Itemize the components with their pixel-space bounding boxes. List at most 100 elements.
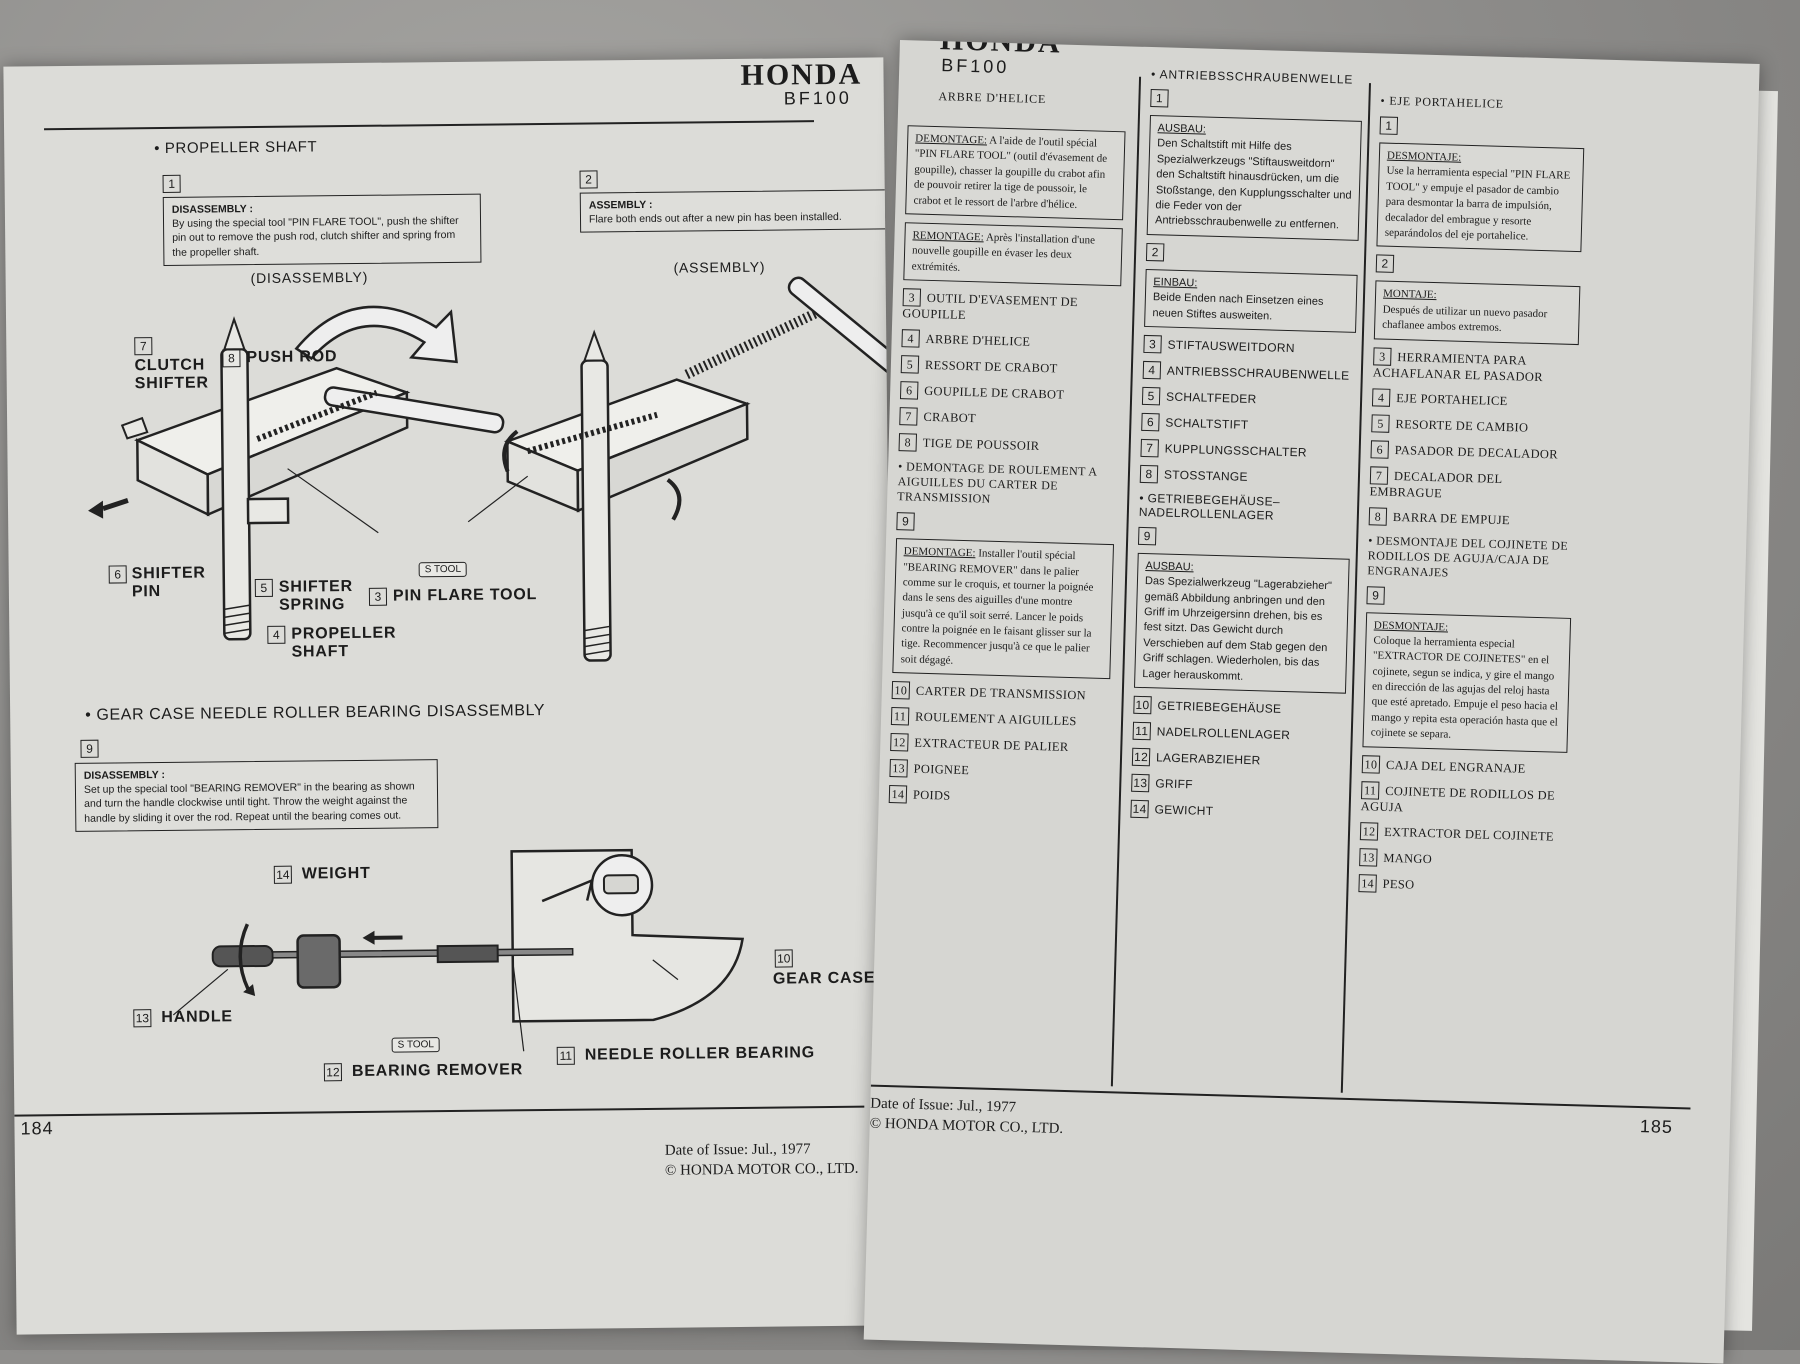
assembly-caption: (ASSEMBLY) xyxy=(673,258,766,276)
label-clutch-shifter: CLUTCH SHIFTER xyxy=(134,356,209,393)
callout-12: 12 xyxy=(323,1063,348,1082)
note-heading: DEMONTAGE: xyxy=(915,132,988,147)
note-text: Das Spezialwerkzeug "Lagerabzieher" gemä… xyxy=(1142,575,1333,683)
fr-remontage-note: REMONTAGE: Après l'installation d'une no… xyxy=(903,222,1123,287)
note-text: Den Schaltstift mit Hilfe des Spezialwer… xyxy=(1154,137,1352,232)
de-einbau-note: EINBAU: Beide Enden nach Einsetzen eines… xyxy=(1144,268,1358,333)
bearing-disassembly-note: DISASSEMBLY : Set up the special tool "B… xyxy=(74,759,439,832)
fr-step-9: 9 xyxy=(896,512,1114,536)
de-section-bearing: • GETRIEBEGEHÄUSE– NADELROLLENLAGER xyxy=(1138,490,1281,523)
step-number-9: 9 xyxy=(80,739,104,758)
column-spanish: • EJE PORTAHELICE 1 DESMONTAJE: Use la h… xyxy=(1358,93,1585,905)
footer-rule xyxy=(14,1105,865,1117)
de-heading: • ANTRIEBSSCHRAUBENWELLE xyxy=(1150,67,1354,87)
column-french: ARBRE D'HELICE DEMONTAGE: A l'aide de l'… xyxy=(888,88,1126,817)
note-text: By using the special tool "PIN FLARE TOO… xyxy=(171,215,459,259)
page-number-185: 185 xyxy=(1639,1116,1674,1138)
callout-13: 13 xyxy=(133,1009,157,1028)
copyright: © HONDA MOTOR CO., LTD. xyxy=(869,1115,1064,1137)
es-step-9: 9 xyxy=(1366,585,1571,610)
es-desmontaje-note: DESMONTAJE: Use la herramienta especial … xyxy=(1376,142,1585,253)
issue-date: Date of Issue: Jul., 1977 xyxy=(664,1141,811,1159)
column-german: • ANTRIEBSSCHRAUBENWELLE 1 AUSBAU: Den S… xyxy=(1130,67,1363,832)
de-step-1: 1 xyxy=(1150,89,1362,113)
callout-6: 6 xyxy=(108,565,133,584)
label-shifter-pin: SHIFTER PIN xyxy=(131,564,206,601)
note-text: Coloque la herramienta especial "EXTRACT… xyxy=(1370,634,1559,741)
label-bearing-remover: BEARING REMOVER xyxy=(351,1061,524,1081)
label-propeller-shaft: PROPELLER SHAFT xyxy=(291,624,397,661)
note-text: Flare both ends out after a new pin has … xyxy=(588,211,842,226)
header-rule xyxy=(44,120,815,131)
callout-3: 3 xyxy=(368,587,393,606)
note-text: A l'aide de l'outil spécial "PIN FLARE T… xyxy=(913,134,1108,211)
page-number-184: 184 xyxy=(20,1118,54,1139)
de-bearing-note: AUSBAU: Das Spezialwerkzeug "Lagerabzieh… xyxy=(1134,552,1350,694)
note-text: Use la herramienta especial "PIN FLARE T… xyxy=(1384,165,1571,243)
callout-10: 10 xyxy=(774,949,799,968)
es-montaje-note: MONTAJE: Después de utilizar un nuevo pa… xyxy=(1373,280,1581,345)
section-gear-case-bearing: • GEAR CASE NEEDLE ROLLER BEARING DISASS… xyxy=(85,702,546,724)
s-tool-tag-2: S TOOL xyxy=(391,1037,441,1053)
callout-4: 4 xyxy=(267,625,291,644)
bearing-remover-illustration xyxy=(172,848,745,1052)
es-heading: • EJE PORTAHELICE xyxy=(1380,93,1505,111)
note-text: Installer l'outil spécial "BEARING REMOV… xyxy=(900,547,1094,667)
fr-bearing-note: DEMONTAGE: Installer l'outil spécial "BE… xyxy=(892,538,1115,680)
model-name: BF100 xyxy=(941,55,1010,78)
label-shifter-spring: SHIFTER SPRING xyxy=(278,578,353,614)
pin-flare-assembly-illustration xyxy=(467,276,897,662)
note-text: Set up the special tool "BEARING REMOVER… xyxy=(83,780,415,825)
label-needle-roller-bearing: NEEDLE ROLLER BEARING xyxy=(584,1044,816,1064)
fr-heading: ARBRE D'HELICE xyxy=(938,89,1047,107)
de-ausbau-note: AUSBAU: Den Schaltstift mit Hilfe des Sp… xyxy=(1146,115,1362,241)
callout-7: 7 xyxy=(134,337,158,356)
assembly-note: ASSEMBLY : Flare both ends out after a n… xyxy=(579,189,897,233)
disassembly-caption: (DISASSEMBLY) xyxy=(250,268,369,287)
label-weight: WEIGHT xyxy=(301,864,371,883)
note-heading: REMONTAGE: xyxy=(912,229,984,244)
de-step-9: 9 xyxy=(1137,526,1350,551)
section-propeller-shaft: • PROPELLER SHAFT xyxy=(154,138,318,158)
s-tool-tag: S TOOL xyxy=(418,561,468,578)
es-section-bearing: • DESMONTAJE DEL COJINETE DE RODILLOS DE… xyxy=(1367,532,1569,580)
note-text: Después de utilizar un nuevo pasador cha… xyxy=(1382,303,1548,335)
callout-8: 8 xyxy=(222,349,246,368)
de-step-2: 2 xyxy=(1145,242,1358,267)
es-step-1: 1 xyxy=(1379,116,1585,140)
es-bearing-note: DESMONTAJE: Coloque la herramienta espec… xyxy=(1362,611,1572,753)
page-185: HONDA BF100 ARBRE D'HELICE DEMONTAGE: A … xyxy=(863,40,1760,1364)
callout-14: 14 xyxy=(273,865,298,884)
label-gear-case: GEAR CASE xyxy=(772,969,876,988)
disassembly-note: DISASSEMBLY : By using the special tool … xyxy=(162,193,482,266)
page-184: HONDA BF100 • PROPELLER SHAFT 1 DISASSEM… xyxy=(3,57,897,1335)
label-handle: HANDLE xyxy=(161,1008,233,1027)
step-number-1: 1 xyxy=(162,174,187,193)
